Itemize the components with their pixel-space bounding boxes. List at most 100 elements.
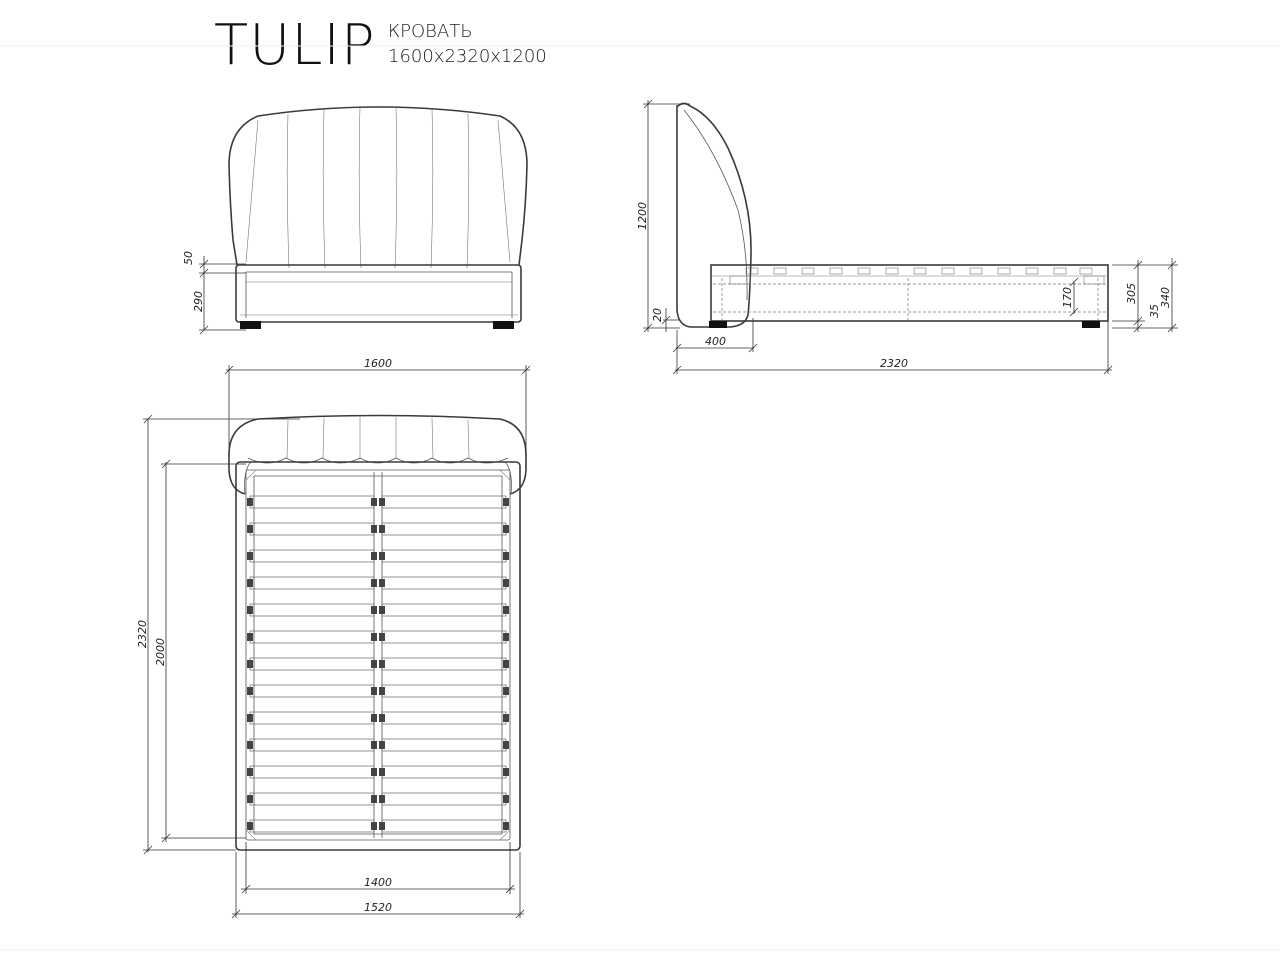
- side-headboard-inner-curve: [683, 109, 748, 301]
- slat-holder: [379, 525, 385, 533]
- side-dim-170: 170: [1061, 287, 1074, 308]
- side-dim-35: 35: [1148, 304, 1161, 318]
- top-headboard-outline: [228, 414, 527, 495]
- slat-holder: [379, 822, 385, 830]
- side-dim-1200: 1200: [636, 202, 649, 230]
- slat-holder: [379, 498, 385, 506]
- slat-holder: [247, 498, 253, 506]
- slat-holder: [379, 687, 385, 695]
- slat: [249, 657, 375, 671]
- side-dim-400: 400: [705, 335, 726, 348]
- slat-holder: [247, 606, 253, 614]
- slat-holder: [371, 579, 377, 587]
- slat-holder: [379, 660, 385, 668]
- front-dim-290: 290: [192, 291, 205, 312]
- slat-holder: [503, 822, 509, 830]
- slat-holder: [247, 687, 253, 695]
- top-headboard-scallops: [247, 457, 509, 464]
- top-dim-1520: 1520: [364, 901, 392, 914]
- slat: [381, 819, 507, 833]
- slat-holder: [247, 714, 253, 722]
- slat-holder: [371, 768, 377, 776]
- slat-holder: [503, 741, 509, 749]
- slat: [249, 522, 375, 536]
- top-view: 1600 2320 2000 1400 1520: [136, 357, 531, 919]
- slat: [249, 738, 375, 752]
- side-headboard-outline: [676, 102, 752, 328]
- top-frame-outer: [235, 461, 521, 851]
- slat-holder: [371, 660, 377, 668]
- slat: [381, 765, 507, 779]
- front-view: 50 290: [182, 105, 528, 335]
- slat-holder: [371, 606, 377, 614]
- side-leg-back: [1082, 321, 1100, 328]
- side-dim-340: 340: [1159, 287, 1172, 308]
- side-frame-box: [710, 264, 1109, 322]
- slat: [381, 603, 507, 617]
- front-leg-right: [493, 321, 514, 329]
- slat-holder: [371, 633, 377, 641]
- slat: [381, 792, 507, 806]
- slat-holder: [371, 552, 377, 560]
- product-dimensions: 1600x2320x1200: [388, 46, 547, 67]
- slat: [249, 630, 375, 644]
- slat-holder: [503, 795, 509, 803]
- top-slats: [247, 495, 509, 833]
- slat-holder: [503, 606, 509, 614]
- slat-holder: [371, 498, 377, 506]
- slat: [249, 684, 375, 698]
- slat: [249, 549, 375, 563]
- slat-holder: [247, 660, 253, 668]
- slat: [381, 738, 507, 752]
- side-view: 1200 20 400 2320 170 305 35: [636, 99, 1178, 375]
- slat-holder: [247, 525, 253, 533]
- slat: [381, 576, 507, 590]
- slat-holder: [379, 795, 385, 803]
- slat-holder: [379, 768, 385, 776]
- slat: [381, 495, 507, 509]
- slat: [381, 549, 507, 563]
- slat: [381, 684, 507, 698]
- slat-holder: [371, 741, 377, 749]
- side-slat-holders: [729, 267, 1105, 285]
- top-frame-inner: [245, 469, 511, 841]
- slat-holder: [503, 579, 509, 587]
- top-dim-2320: 2320: [136, 620, 149, 648]
- slat-holder: [371, 687, 377, 695]
- slat-holder: [247, 633, 253, 641]
- slat-holder: [371, 525, 377, 533]
- slat: [381, 522, 507, 536]
- slat: [381, 657, 507, 671]
- slat: [249, 711, 375, 725]
- slat: [249, 495, 375, 509]
- front-leg-left: [240, 321, 261, 329]
- slat-holder: [379, 741, 385, 749]
- slat-holder: [247, 579, 253, 587]
- side-dim-20: 20: [651, 308, 664, 322]
- slat-holder: [247, 741, 253, 749]
- product-type: КРОВАТЬ: [388, 21, 473, 42]
- front-dim-50: 50: [182, 251, 195, 265]
- side-dim-305: 305: [1125, 283, 1138, 304]
- slat-holder: [379, 552, 385, 560]
- slat-holder: [371, 822, 377, 830]
- top-dim-2000: 2000: [154, 638, 167, 666]
- side-leg-front: [709, 321, 727, 328]
- slat-holder: [247, 768, 253, 776]
- slat-holder: [247, 795, 253, 803]
- front-headboard-outline: [228, 106, 528, 266]
- slat-holder: [371, 795, 377, 803]
- side-dim-2320: 2320: [880, 357, 908, 370]
- slat: [249, 603, 375, 617]
- top-dim-1600: 1600: [364, 357, 392, 370]
- front-base-box: [235, 264, 522, 323]
- slat: [381, 630, 507, 644]
- slat-holder: [503, 633, 509, 641]
- slat: [249, 819, 375, 833]
- slat-holder: [379, 714, 385, 722]
- slat-holder: [503, 552, 509, 560]
- slat: [249, 576, 375, 590]
- slat-holder: [503, 525, 509, 533]
- slat: [249, 765, 375, 779]
